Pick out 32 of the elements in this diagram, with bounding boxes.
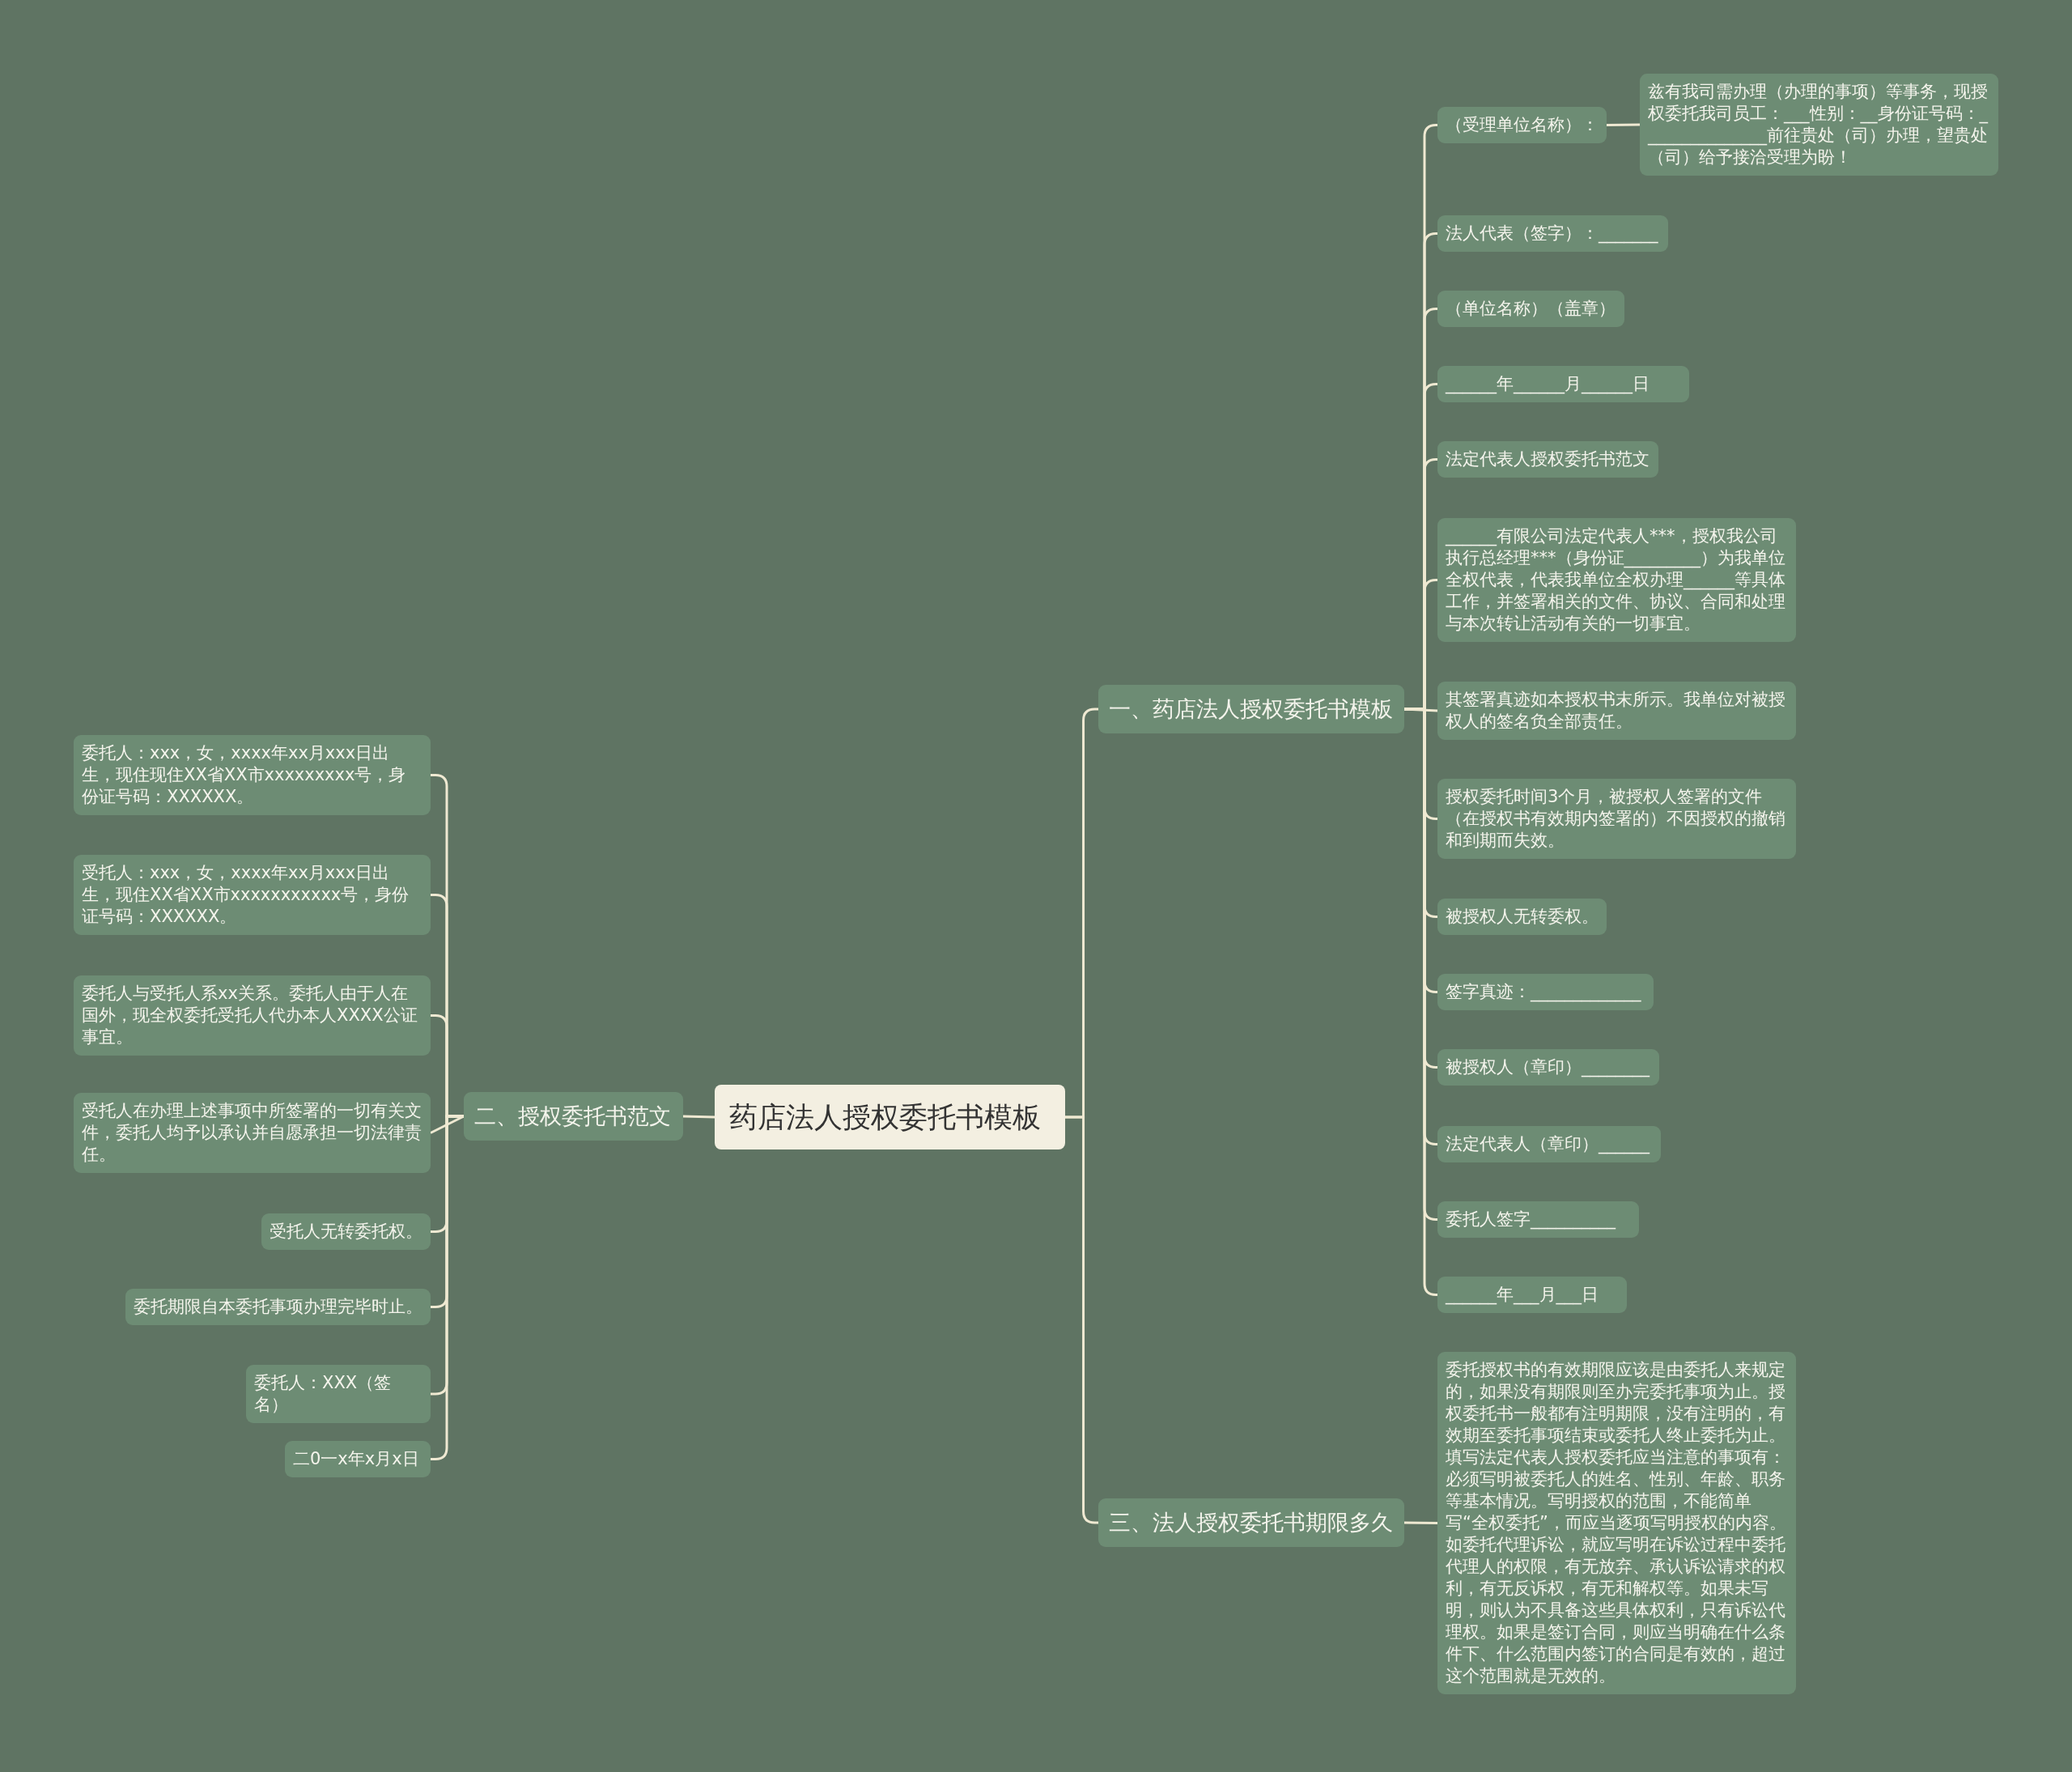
topic-box: 委托人与受托人系xx关系。委托人由于人在国外，现全权委托受托人代办本人XXXX公证事宜。 bbox=[74, 975, 431, 1056]
topic-box: 被授权人无转委权。 bbox=[1437, 899, 1607, 935]
connector-line bbox=[1403, 1521, 1438, 1524]
topic-box: 被授权人（章印）________ bbox=[1437, 1049, 1659, 1086]
branch-topic-box: 一、药店法人授权委托书模板 bbox=[1098, 685, 1404, 733]
topic-box: ______年______月______日 bbox=[1437, 366, 1689, 402]
topic-box: 受托人在办理上述事项中所签署的一切有关文件，委托人均予以承认并自愿承担一切法律责任。 bbox=[74, 1093, 431, 1173]
branch-topic-box: 二、授权委托书范文 bbox=[464, 1092, 683, 1141]
topic-box: 受托人：xxx，女，xxxx年xx月xxx日出生，现住XX省XX市xxxxxxxxxxx号，身份证号码：XXXXXX。 bbox=[74, 855, 431, 935]
topic-box: 二0一x年x月x日 bbox=[285, 1441, 431, 1477]
topic-box: 受托人无转委托权。 bbox=[261, 1213, 431, 1250]
branch-topic-box: 三、法人授权委托书期限多久 bbox=[1098, 1498, 1404, 1547]
topic-box: 授权委托时间3个月，被授权人签署的文件（在授权书有效期内签署的）不因授权的撤销和到期而失效。 bbox=[1437, 779, 1796, 859]
topic-box: 委托人：XXX（签名） bbox=[246, 1365, 431, 1423]
topic-box: 其签署真迹如本授权书末所示。我单位对被授权人的签名负全部责任。 bbox=[1437, 682, 1796, 740]
topic-box: 委托授权书的有效期限应该是由委托人来规定的，如果没有期限则至办完委托事项为止。授权委托书一般都有注明期限，没有注明的，有效期至委托事项结束或委托人终止委托为止。填写法定代表人授权委托应当注意的事项有：必须写明被委托人的姓名、性别、年龄、职务等基本情况。写明授权的范围，不能简单写“全权委托”，而应当逐项写明授权的内容。如委托代理诉讼，就应写明在诉讼过程中委托代理人的权限，有无放弃、承认诉讼请求的权利，有无反诉权，有无和解权等。如果未写明，则认为不具备这些具体权利，只有诉讼代理权。如果是签订合同，则应当明确在什么条件下、什么范围内签订的合同是有效的，超过这个范围就是无效的。 bbox=[1437, 1352, 1796, 1694]
topic-box: 委托人签字__________ bbox=[1437, 1201, 1639, 1238]
topic-box: （受理单位名称）： bbox=[1437, 107, 1607, 143]
topic-box: ______年___月___日 bbox=[1437, 1277, 1627, 1313]
connector-line bbox=[1606, 123, 1641, 126]
topic-box: 法定代表人授权委托书范文 bbox=[1437, 441, 1658, 478]
topic-box: （单位名称）（盖章） bbox=[1437, 291, 1624, 327]
connector-line bbox=[431, 1115, 464, 1460]
central-topic-box: 药店法人授权委托书模板 bbox=[715, 1085, 1065, 1149]
topic-box: 法定代表人（章印）______ bbox=[1437, 1126, 1661, 1162]
topic-box: 委托人：xxx，女，xxxx年xx月xxx日出生，现住现住XX省XX市xxxxxxxxx号，身份证号码：XXXXXX。 bbox=[74, 735, 431, 815]
topic-box: 兹有我司需办理（办理的事项）等事务，现授权委托我司员工：___性别：__身份证号码：_______________前往贵处（司）办理，望贵处（司）给予接洽受理为盼！ bbox=[1640, 74, 1998, 176]
topic-box: 法人代表（签字）：_______ bbox=[1437, 215, 1668, 252]
topic-box: 委托期限自本委托事项办理完毕时止。 bbox=[125, 1289, 431, 1325]
topic-box: ______有限公司法定代表人***，授权我公司执行总经理***（身份证_________）为我单位全权代表，代表我单位全权办理______等具体工作，并签署相关的文件、协议、合同和处理与本次转让活动有关的一切事宜。 bbox=[1437, 518, 1796, 642]
connector-line bbox=[682, 1115, 715, 1119]
topic-box: 签字真迹：_____________ bbox=[1437, 974, 1654, 1010]
